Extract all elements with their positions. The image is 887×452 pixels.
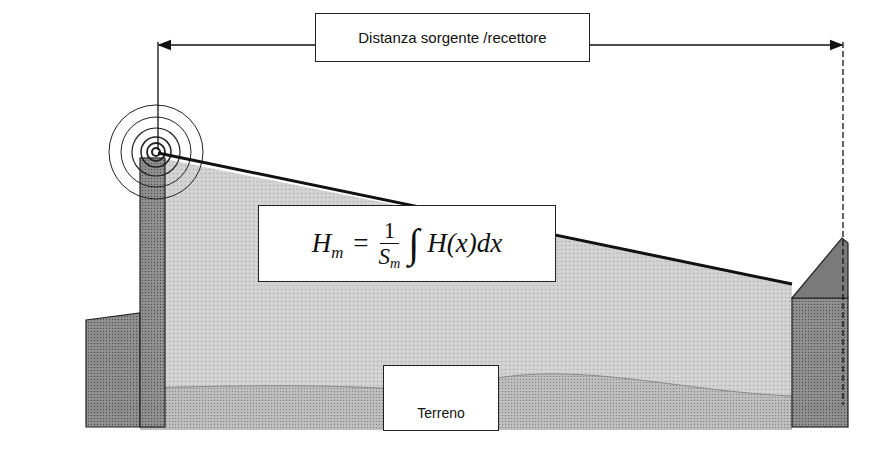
formula-symbol: H(x)dx [427, 228, 502, 259]
formula-symbol: = [353, 228, 368, 259]
building [86, 313, 140, 427]
label-text: Distanza sorgente /recettore [358, 29, 546, 46]
formula-symbol: H [312, 228, 332, 259]
sound-waves [109, 105, 203, 199]
house-roof [792, 238, 848, 298]
dimension-label-box: Distanza sorgente /recettore [315, 13, 590, 62]
formula-subscript: m [331, 243, 343, 263]
formula-numerator: 1 [380, 218, 399, 244]
formula-integral: ∫ [408, 220, 419, 267]
air-region [140, 158, 792, 430]
propagation-line [158, 153, 792, 284]
extension-line [157, 42, 158, 150]
ground-label-box: Terreno [383, 365, 499, 431]
extension-line [842, 42, 843, 405]
term: Hm [312, 228, 344, 259]
formula-symbol: S [379, 244, 390, 269]
house [792, 298, 848, 427]
label-text: Terreno [417, 405, 464, 421]
formula-box: Hm = 1Sm ∫ H(x)dx [258, 205, 556, 282]
fraction: 1Sm [379, 218, 401, 269]
text-column: Terreno [417, 405, 464, 421]
formula-row: Hm = 1Sm ∫ H(x)dx [312, 218, 503, 269]
formula-subscript: m [390, 256, 400, 272]
denominator: Sm [379, 244, 401, 269]
text-column: Distanza sorgente /recettore [358, 29, 546, 46]
